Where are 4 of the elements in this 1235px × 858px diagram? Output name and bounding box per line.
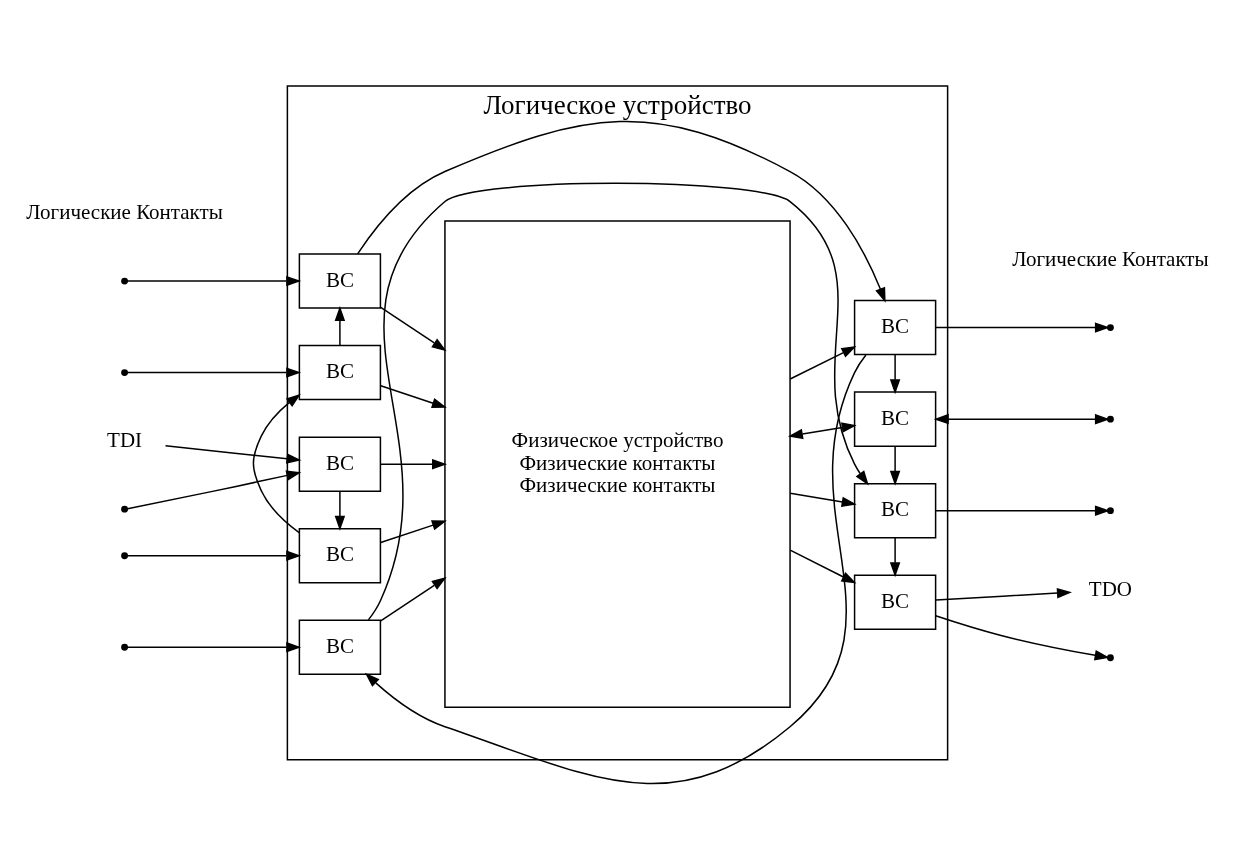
label: Логические Контакты <box>1012 246 1209 271</box>
node-text: TDO <box>1088 576 1133 601</box>
node-text: TDI <box>107 428 143 453</box>
label: Логические Контакты <box>26 200 223 225</box>
